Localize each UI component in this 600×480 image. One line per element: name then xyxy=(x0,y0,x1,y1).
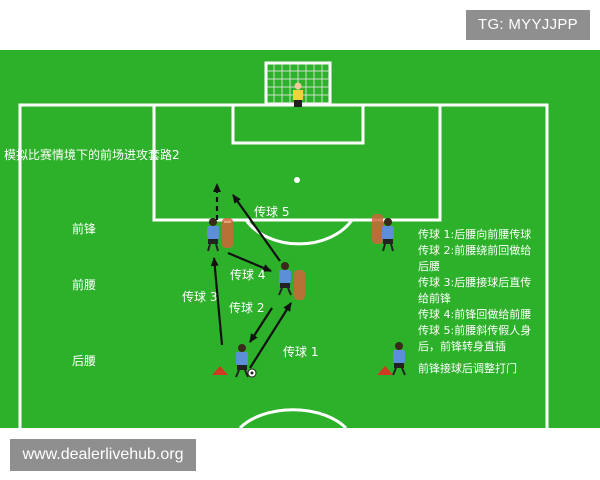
penalty-spot xyxy=(294,177,300,183)
position-label-midfield: 前腰 xyxy=(72,277,96,292)
goalkeeper xyxy=(293,82,303,107)
note-line: 传球 4:前锋回做给前腰 xyxy=(418,307,531,321)
note-line: 传球 2:前腰绕前回做给 xyxy=(418,243,531,257)
cone-left xyxy=(212,366,228,375)
watermark-tag: TG: MYYJJPP xyxy=(466,10,590,40)
pass-arrows xyxy=(210,183,292,369)
arrow-pass-3 xyxy=(210,257,224,346)
note-line: 后，前锋转身直插 xyxy=(418,339,506,353)
note-line: 传球 3:后腰接球后直传 xyxy=(418,275,531,289)
center-circle-arc xyxy=(238,408,348,428)
ball xyxy=(247,368,257,378)
player-forward-right xyxy=(382,218,394,252)
pass-label-2: 传球 2 xyxy=(229,300,264,315)
dummy-forward-left xyxy=(222,218,233,248)
position-label-back: 后腰 xyxy=(72,354,96,368)
player-back xyxy=(235,344,249,378)
pitch-diagram: 模拟比赛情境下的前场进攻套路2 前锋 前腰 后腰 传球 5 传球 4 传球 3 … xyxy=(0,50,600,428)
arrow-pass-5 xyxy=(232,194,281,262)
arrow-pass-2 xyxy=(249,307,273,343)
dummy-midfield xyxy=(294,270,305,300)
arrow-pass-1 xyxy=(249,302,292,369)
grass xyxy=(0,50,600,428)
pass-label-4: 传球 4 xyxy=(230,267,265,282)
dummy-forward-right xyxy=(372,214,383,244)
penalty-arc xyxy=(244,219,354,246)
player-back-right xyxy=(392,342,406,376)
player-midfield xyxy=(278,262,292,296)
pass-label-5: 传球 5 xyxy=(254,204,289,219)
pass-label-1: 传球 1 xyxy=(283,344,318,359)
cone-right xyxy=(377,366,393,375)
note-line: 给前锋 xyxy=(418,291,451,305)
note-line: 前锋接球后调整打门 xyxy=(418,361,517,375)
notes: 传球 1:后腰向前腰传球 传球 2:前腰绕前回做给 后腰 传球 3:后腰接球后直… xyxy=(418,227,531,375)
note-line: 传球 1:后腰向前腰传球 xyxy=(418,227,531,241)
pass-label-3: 传球 3 xyxy=(182,289,217,304)
arrow-pass-4 xyxy=(227,251,272,273)
note-line: 传球 5:前腰斜传假人身 xyxy=(418,323,531,337)
player-forward xyxy=(207,218,219,252)
diagram-title: 模拟比赛情境下的前场进攻套路2 xyxy=(4,147,180,162)
position-label-forward: 前锋 xyxy=(72,221,96,236)
note-line: 后腰 xyxy=(418,260,440,273)
watermark-site: www.dealerlivehub.org xyxy=(10,439,196,471)
pitch-svg: 模拟比赛情境下的前场进攻套路2 前锋 前腰 后腰 传球 5 传球 4 传球 3 … xyxy=(0,50,600,428)
